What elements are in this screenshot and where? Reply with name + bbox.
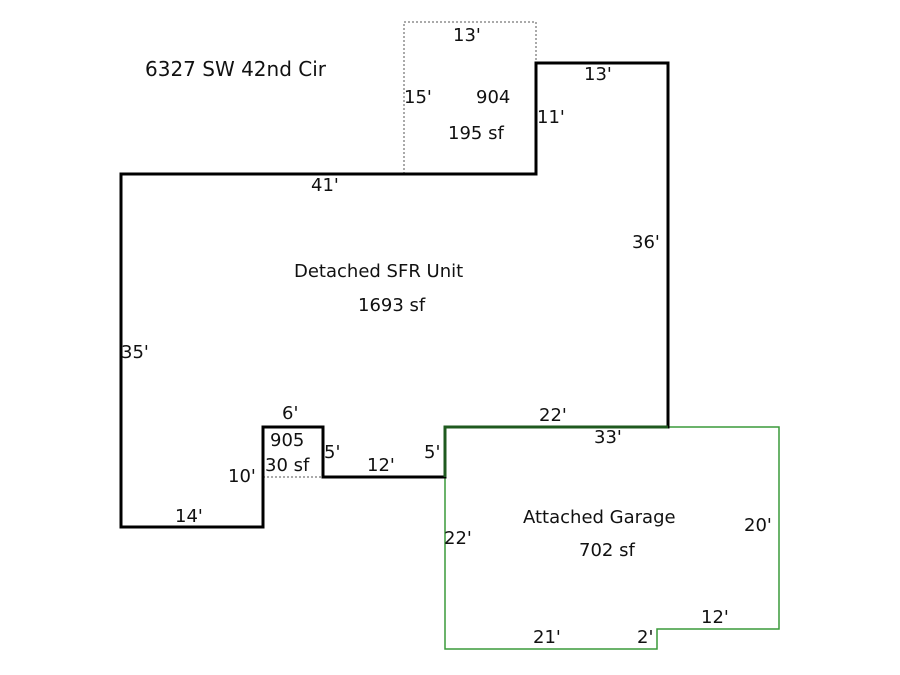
addition-905-code: 905 <box>270 430 304 451</box>
dim-label: 22' <box>444 528 472 549</box>
dim-label: 20' <box>744 515 772 536</box>
main-area-name: Detached SFR Unit <box>294 261 463 282</box>
addition-904-area: 195 sf <box>448 123 504 144</box>
garage-shared-wall <box>443 425 668 477</box>
garage-area-size: 702 sf <box>579 540 635 561</box>
dim-label: 6' <box>282 403 298 424</box>
dim-label: 13' <box>453 25 481 46</box>
address-label: 6327 SW 42nd Cir <box>145 57 327 81</box>
dim-label: 12' <box>701 607 729 628</box>
addition-905-area: 30 sf <box>265 455 310 476</box>
dim-label: 22' <box>539 405 567 426</box>
dim-label: 5' <box>424 442 440 463</box>
dim-label: 36' <box>632 232 660 253</box>
garage-area-name: Attached Garage <box>523 507 676 528</box>
dim-label: 35' <box>121 342 149 363</box>
dim-label: 12' <box>367 455 395 476</box>
dim-label: 5' <box>324 442 340 463</box>
dim-label: 11' <box>537 107 565 128</box>
dim-label: 2' <box>637 627 653 648</box>
dim-label: 21' <box>533 627 561 648</box>
garage-outline <box>444 426 780 650</box>
dim-label: 15' <box>404 87 432 108</box>
dim-label: 13' <box>584 64 612 85</box>
addition-904-code: 904 <box>476 87 510 108</box>
addition-904-outline <box>403 21 537 174</box>
main-area-size: 1693 sf <box>358 295 426 316</box>
dim-label: 33' <box>594 427 622 448</box>
dim-label: 10' <box>228 466 256 487</box>
dim-label: 14' <box>175 506 203 527</box>
dim-label: 41' <box>311 175 339 196</box>
